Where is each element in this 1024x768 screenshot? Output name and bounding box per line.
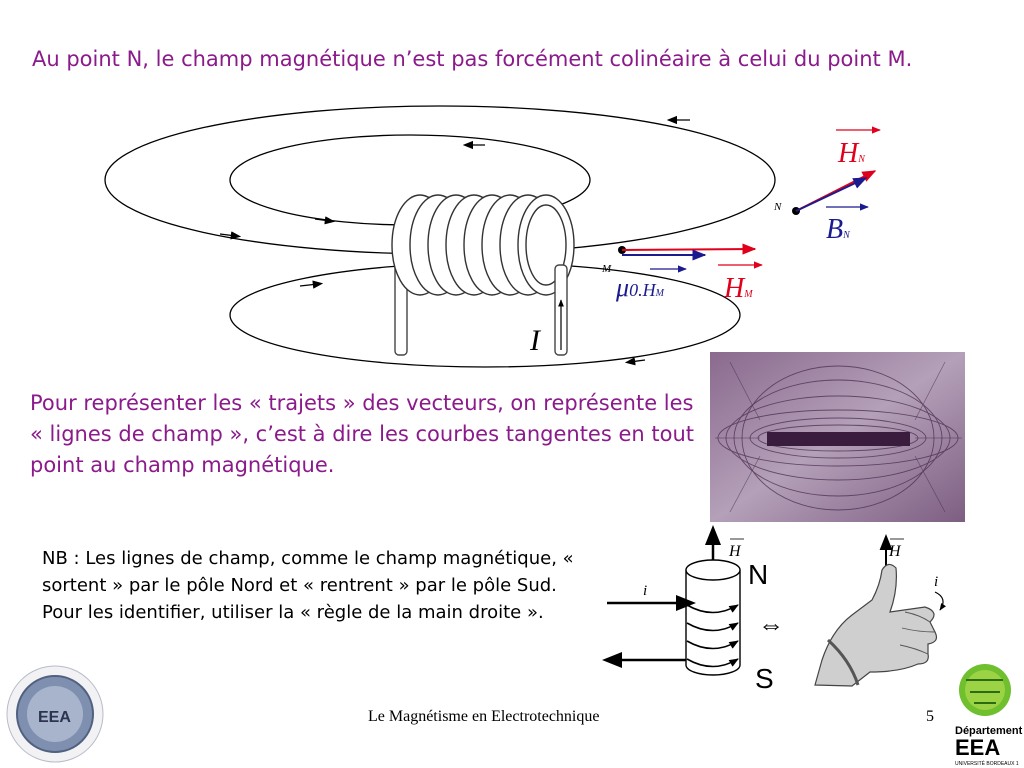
h-m-label: HM bbox=[723, 273, 753, 304]
equivalence-symbol: ⇔ bbox=[758, 610, 784, 639]
page-number: 5 bbox=[926, 708, 934, 725]
vector-h-m bbox=[621, 243, 757, 255]
right-logo-line2: EEA bbox=[955, 735, 1000, 760]
rule-hand: H i bbox=[814, 534, 946, 687]
nb-note: NB : Les lignes de champ, comme le champ… bbox=[42, 548, 574, 623]
vector-b-n bbox=[795, 177, 868, 212]
rule-h-label-left: H bbox=[728, 543, 742, 560]
iron-filings-photo bbox=[710, 352, 965, 522]
north-pole-label: N bbox=[748, 559, 768, 590]
right-logo-line1: Département bbox=[955, 725, 1023, 737]
solenoid-coil bbox=[391, 194, 575, 356]
left-logo: EEA bbox=[6, 665, 104, 763]
rule-h-label-right: H bbox=[888, 543, 902, 560]
rule-solenoid: H i N S ⇔ bbox=[602, 525, 784, 694]
b-n-label: BN bbox=[826, 214, 851, 245]
south-pole-label: S bbox=[755, 663, 774, 694]
rule-i-label-right: i bbox=[934, 574, 938, 590]
right-logo-line3: UNIVERSITÉ BORDEAUX 1 bbox=[955, 760, 1019, 767]
point-n-label: N bbox=[773, 201, 782, 213]
mu-h-m-label: μ0.HM bbox=[615, 273, 665, 302]
footer-title: Le Magnétisme en Electrotechnique bbox=[368, 708, 600, 725]
right-logo: Département EEA UNIVERSITÉ BORDEAUX 1 bbox=[955, 664, 1023, 767]
intro-text: Au point N, le champ magnétique n’est pa… bbox=[32, 47, 913, 71]
current-label: I bbox=[529, 324, 542, 357]
point-m-label: M bbox=[601, 263, 612, 275]
bar-magnet bbox=[767, 432, 910, 446]
left-logo-text: EEA bbox=[38, 709, 71, 726]
rule-i-label-left: i bbox=[643, 583, 647, 599]
h-n-label: HN bbox=[837, 138, 866, 169]
field-lines-paragraph: Pour représenter les « trajets » des vec… bbox=[30, 391, 694, 477]
